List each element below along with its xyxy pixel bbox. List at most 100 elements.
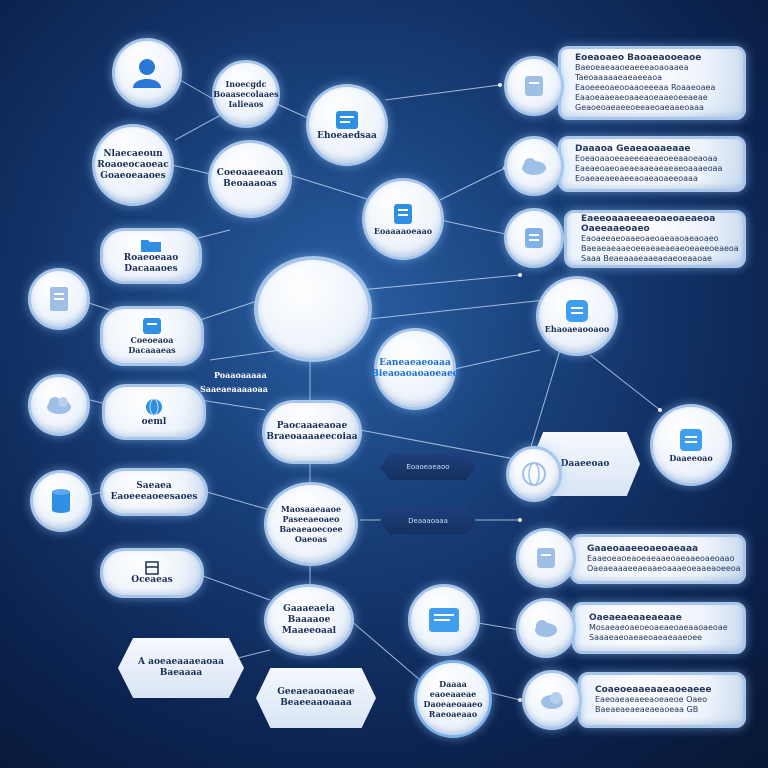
node-center-3[interactable]: Maosaaeaaoe Paseeaeoaeo Baeaeaoecoee Oae… — [264, 482, 358, 566]
card-title: Gaaeoaaeeoaeoaeaaa — [587, 544, 699, 554]
card-line: Eoaeaeaeeaeeaoaeaoaeeoaaa — [575, 174, 698, 183]
node-label-4: Oaeoas — [294, 534, 328, 544]
node-pill-3[interactable]: oeml — [102, 384, 206, 440]
info-card-4[interactable]: Gaaeoaaeeoaeoaeaaa Eaaeoeaoeaoeaeaaeoaea… — [570, 534, 746, 584]
node-label-1: Roaeoeaao — [123, 253, 179, 263]
card-line: Baeoeaeaaoeaeeeaoaoaaea Taeoaaaaaeaeaeea… — [575, 63, 689, 82]
node-label-3: Goaeoeaaoes — [100, 170, 166, 181]
node-pill-1[interactable]: Roaeoeaao Dacaaaoes — [100, 228, 202, 284]
card-line: Saaaeaeoaeaeoaeaeaaeoee — [589, 633, 703, 642]
node-left-1[interactable]: Nlaecaeoun Roaoeocaoeac Goaeoeaaoes — [92, 124, 174, 206]
node-pill-5[interactable]: Oceaeas — [100, 548, 204, 598]
node-label-1: Daaeeoao — [560, 458, 610, 469]
card-line: Mosaeaeoaeoeoaeaeoaeaaoaeoae — [589, 623, 728, 632]
node-label-3: Raeoaeaao — [428, 709, 478, 719]
card-line: Eaeoaeaeaeeaoeaeoe Oaeo — [595, 695, 708, 704]
globe-icon — [146, 398, 162, 415]
user-icon — [133, 59, 161, 88]
node-right-icon-1[interactable]: Ehaoaeaooaoo — [536, 276, 618, 356]
node-label-2: Baeaaaa — [159, 668, 203, 678]
float-label-2: Saaeaeaaaaoaa — [200, 384, 268, 394]
node-right-icon-2[interactable]: Daaeeoao — [650, 404, 732, 486]
cloud-icon — [522, 158, 546, 175]
node-blue-top[interactable]: Ehoeaedsaa — [306, 84, 388, 166]
node-label-3: Maaeeoaal — [281, 625, 337, 636]
document-icon — [50, 287, 68, 311]
node-label-2: Daoeaeoaaeo — [423, 699, 483, 709]
globe-icon — [522, 462, 546, 486]
card-title: Eaeeoaaaeeaeoaeoaeaeoa Oaeeaaeoaeo — [581, 214, 716, 234]
card-title: Daaaoa Geaeaoaaeaae — [575, 144, 691, 154]
card-line: Baeaeaeaaeoeeaeaeaeaeoeaeeoeaeoa — [581, 244, 739, 253]
card-line: Eaeaeoaeoaeaeaaeaeaeaeoaaaeoaa — [575, 164, 723, 173]
card-line: Oaeaeaaaeeaeaaeoaaaeoeaaeaoeeoa — [587, 564, 741, 573]
node-hex-left[interactable]: A aoeaeaaaeaoaa Baeaaaa — [118, 638, 244, 698]
card-4-icon[interactable] — [516, 528, 576, 588]
node-label-1: Paocaaaeaoae — [276, 421, 348, 431]
node-label: Daaeeoao — [669, 453, 713, 463]
node-label-1: Coeoeaoa — [130, 335, 174, 345]
card-6-icon[interactable] — [522, 670, 582, 730]
card-line: Geaoeoaeaeeoeeaeoaeaaeoaaa — [575, 103, 704, 112]
node-label-2: Dacaaaeas — [128, 345, 176, 355]
document-icon — [143, 318, 161, 334]
cloud-icon — [535, 620, 557, 637]
node-label-3: Baeaeaoecoee — [279, 524, 343, 534]
user-node[interactable] — [112, 38, 182, 108]
card-title: Eoeaoaeo Baoaeaooeaoe — [575, 53, 702, 63]
node-label-1: Maosaaeaaoe — [280, 504, 342, 514]
document-icon — [680, 429, 702, 451]
node-hex-bottom[interactable]: Geeaeaoaoaeae Beaeeaaoaaaa — [256, 668, 376, 728]
node-label-1: Daaaa eaoeaaeae — [429, 679, 477, 699]
card-3-icon[interactable] — [504, 208, 564, 268]
node-label-2: Paseeaeoaeo — [282, 514, 340, 524]
card-title: Oaeaeaeaaeaeaae — [589, 613, 682, 623]
node-label-3: Ialieaos — [228, 99, 264, 109]
node-small-left-1[interactable] — [28, 268, 90, 330]
node-center-blue[interactable]: Eaneaeaeoaaa Bieaoaoaoaoeaeo — [371, 328, 459, 410]
info-card-6[interactable]: Coaeoeaaeaaeaoeaeee Eaeoaeaeaeeaoeaeoe O… — [578, 672, 746, 728]
info-card-5[interactable]: Oaeaeaeaaeaeaae Mosaeaeoaeoeoaeaeoaeaaoa… — [572, 602, 746, 654]
card-title: Coaeoeaaeaaeaoeaeee — [595, 685, 712, 695]
node-label-1: Eaneaeaeoaaa — [379, 358, 451, 368]
node-pill-2[interactable]: Coeoeaoa Dacaaaeas — [100, 306, 204, 366]
document-icon — [537, 548, 555, 568]
card-line: Saaa Beaeaaaeaaeaeaeoeaaoae — [581, 254, 712, 263]
card-5-icon[interactable] — [516, 598, 576, 658]
node-small-left-2[interactable] — [28, 374, 90, 436]
node-info-top[interactable]: Inoecgdc Boaasecolaaes Ialieaos — [212, 60, 280, 128]
node-label: Ehoeaedsaa — [317, 130, 377, 141]
info-card-1[interactable]: Eoeaoaeo Baoaeaooeaoe Baeoeaeaaoeaeeeaoa… — [558, 46, 746, 120]
info-card-2[interactable]: Daaaoa Geaeaoaaeaae Eoeaoaaoeeaeeeaeaeoe… — [558, 136, 746, 192]
node-label-2: Beoaaaoas — [223, 179, 277, 189]
info-card-3[interactable]: Eaeeoaaaeeaeoaeoaeaeoa Oaeeaaeoaeo Eaoae… — [564, 210, 746, 268]
node-pill-4[interactable]: Saeaea Eaoeeeaoeesaoes — [100, 468, 208, 516]
node-label: Ehaoaeaooaoo — [544, 324, 610, 334]
card-line: Eaaoeaaeaeoaaeaoeaaeoeeaeae — [575, 93, 708, 102]
document-icon — [525, 228, 543, 248]
node-label-1: A aoeaeaaaeaoaa — [138, 657, 224, 667]
card-1-icon[interactable] — [504, 56, 564, 116]
card-2-icon[interactable] — [504, 136, 564, 196]
node-blue-bottom-left[interactable] — [408, 584, 480, 656]
node-center-2[interactable]: Paocaaaeaoae Braeoaaaaeecoiaa — [262, 400, 362, 464]
cloud-icon — [47, 397, 71, 414]
node-bottom-blue[interactable]: Daaaa eaoeaaeae Daoeaeoaaeo Raeoaeaao — [414, 660, 492, 738]
central-node[interactable] — [254, 256, 372, 362]
card-line: Baeaeaeaeaeaeaoeaa GB — [595, 705, 699, 714]
node-right-circle[interactable] — [506, 446, 562, 502]
card-line: Eaaeoeaoeaoeaeaaeoaeaaeoaeoaao — [587, 554, 735, 563]
node-label-2: Boaasecolaaes — [213, 89, 279, 99]
node-label: Eoaaaaoeaao — [373, 226, 433, 236]
node-label-1: Geeaeaoaoaeae — [277, 687, 355, 697]
node-label-2: Eaoeeeaoeesaoes — [110, 492, 198, 502]
node-label-2: Bieaoaoaoaoeaeo — [371, 369, 459, 379]
tag-1: Eoaoeaeaoo — [380, 454, 476, 480]
database-icon — [52, 489, 70, 513]
node-small-left-3[interactable] — [30, 470, 92, 532]
node-center-4[interactable]: Gaaaeaeia Baaaaoe Maaeeoaal — [264, 584, 354, 656]
node-label-1: Coeoaaeeaon — [216, 168, 284, 178]
node-left-2[interactable]: Coeoaaeeaon Beoaaaoas — [208, 140, 292, 218]
node-mid-icon[interactable]: Eoaaaaoeaao — [362, 178, 444, 260]
document-icon — [525, 76, 543, 96]
